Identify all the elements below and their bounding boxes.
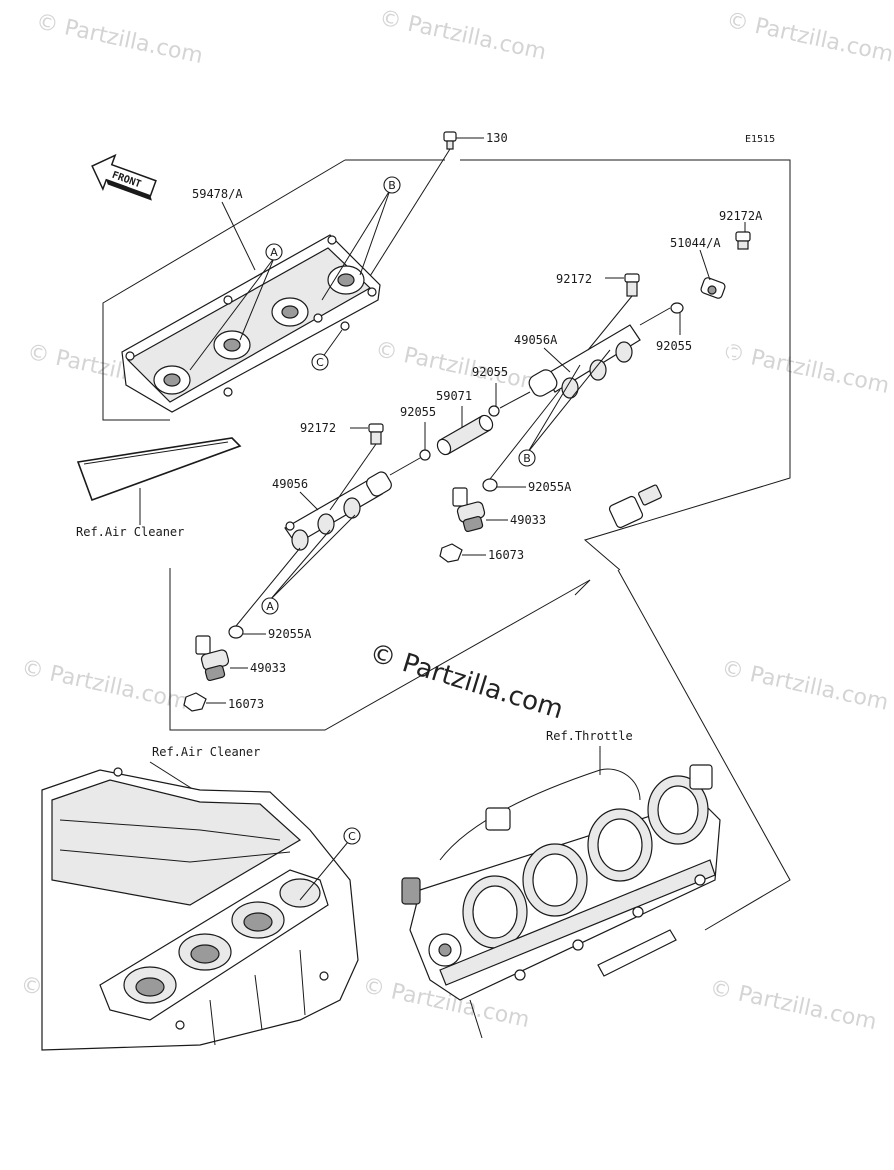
callout-A-mid: A (261, 597, 279, 615)
part-label-92172A: 92172A (719, 209, 763, 223)
callout-C-top: C (311, 353, 329, 371)
watermark: © Partzilla.com (724, 8, 894, 68)
leader-line (221, 201, 256, 271)
ref-throttle: Ref.Throttle (546, 729, 633, 743)
svg-text:C: C (316, 356, 324, 369)
part-label-92055-left: 92055 (400, 405, 436, 419)
o-ring-92055A-right (482, 478, 498, 492)
part-label-92055A-left: 92055A (268, 627, 312, 641)
injector-49033-left (195, 635, 230, 682)
part-label-51044A: 51044/A (670, 236, 721, 250)
o-ring-92055-mid (488, 405, 500, 417)
o-ring-92055A-left (228, 625, 244, 639)
washer-16073-left (183, 692, 207, 712)
watermark: © Partzilla.com (377, 6, 548, 66)
part-label-49056A: 49056A (514, 333, 558, 347)
cover-59478A (121, 234, 381, 413)
svg-text:A: A (266, 600, 274, 613)
part-label-49033-left: 49033 (250, 661, 286, 675)
part-label-130: 130 (486, 131, 508, 145)
fuel-hose-51044A (608, 277, 733, 529)
washer-16073-right (439, 543, 463, 563)
fuel-rail-49056 (284, 471, 392, 551)
part-label-92055A-right: 92055A (528, 480, 572, 494)
o-ring-92055-right (670, 302, 684, 314)
watermark: © Partzilla.com (719, 656, 890, 716)
frame-line (169, 568, 591, 731)
watermark: © Partzilla.com (34, 9, 205, 69)
ref-air-cleaner-top: Ref.Air Cleaner (76, 525, 184, 539)
air-cleaner-housing (41, 767, 359, 1051)
center-watermark: © Partzilla.com (366, 638, 567, 725)
part-label-59071: 59071 (436, 389, 472, 403)
callout-B-mid: B (518, 449, 536, 467)
part-label-49033-right: 49033 (510, 513, 546, 527)
svg-text:A: A (270, 246, 278, 259)
svg-text:B: B (523, 452, 531, 465)
svg-text:B: B (388, 179, 396, 192)
part-label-92172-left: 92172 (300, 421, 336, 435)
frame-line (574, 579, 591, 596)
bolt-130 (359, 131, 484, 293)
frame-line (460, 159, 791, 571)
bolt-92172-left (368, 423, 384, 445)
part-label-92055-mid: 92055 (472, 365, 508, 379)
frame-line (102, 159, 346, 421)
part-label-92055-right: 92055 (656, 339, 692, 353)
fuel-rail-49056A (528, 324, 641, 399)
part-label-16073-right: 16073 (488, 548, 524, 562)
throttle-body-assembly (401, 764, 721, 1039)
bolt-92172A (735, 231, 751, 250)
part-label-49056: 49056 (272, 477, 308, 491)
svg-text:C: C (348, 830, 356, 843)
watermark: © Partzilla.com (720, 339, 891, 399)
callout-C-bottom: C (343, 827, 361, 845)
part-label-92172-top: 92172 (556, 272, 592, 286)
part-label-16073-left: 16073 (228, 697, 264, 711)
callout-A-top: A (265, 243, 283, 261)
callout-B-top: B (383, 176, 401, 194)
bolt-92172-top (624, 273, 640, 297)
watermark: © Partzilla.com (708, 976, 879, 1036)
part-label-59478A: 59478/A (192, 187, 243, 201)
ref-air-cleaner-bottom: Ref.Air Cleaner (152, 745, 260, 759)
joint-pipe-59071 (436, 414, 494, 456)
frame-line (617, 569, 791, 931)
watermark: © Partzilla.com (19, 655, 190, 715)
diagram-code: E1515 (745, 134, 775, 145)
injector-49033-right (452, 487, 486, 533)
front-arrow-icon: FRONT (91, 153, 157, 201)
o-ring-92055-left (419, 449, 431, 461)
air-cleaner-gasket (76, 437, 242, 502)
